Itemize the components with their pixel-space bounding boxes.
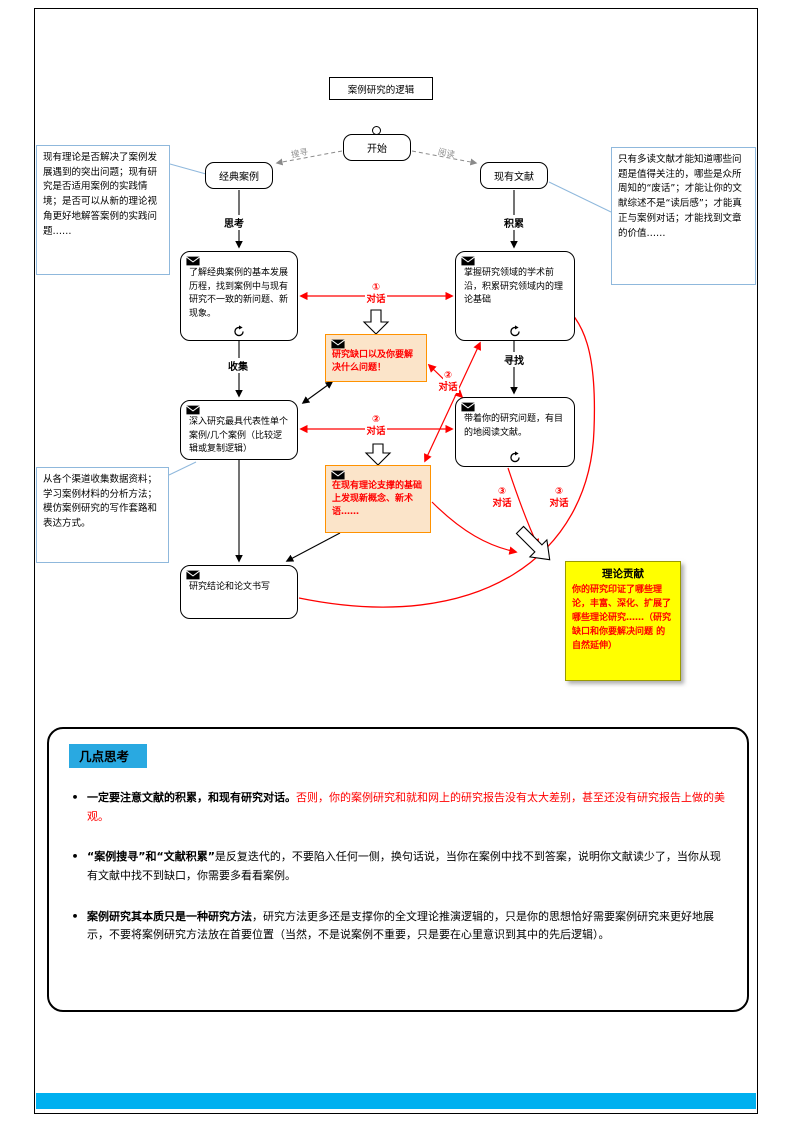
box-question-reading-text: 带着你的研究问题，有目的地阅读文献。 [464, 414, 564, 438]
box-conclusion-text: 研究结论和论文书写 [189, 582, 271, 592]
envelope-icon [186, 405, 200, 415]
box-understand-cases-text: 了解经典案例的基本发展历程，找到案例中与现有研究不一致的新问题、新现象。 [189, 268, 289, 319]
envelope-icon [331, 470, 345, 480]
page-border [34, 8, 758, 1114]
note-bullet-3: • 案例研究其本质只是一种研究方法，研究方法更多还是支撑你的全文理论推演逻辑的，… [63, 908, 733, 945]
start-label: 开始 [367, 144, 387, 155]
bullet-3-tail: ，研究方法更多还是支撑你的全文理论推演逻辑的，只是你的思想恰好需要案例研究来更好… [87, 909, 714, 942]
start-node: 开始 [343, 134, 411, 161]
classic-case-label: 经典案例 [219, 172, 259, 183]
seek-label: 寻找 [500, 352, 528, 367]
dialog-2b-label: ② 对话 [357, 414, 395, 439]
loop-arrow-icon [234, 325, 244, 337]
existing-literature-label: 现有文献 [494, 172, 534, 183]
envelope-icon [461, 256, 475, 266]
collect-label: 收集 [224, 358, 252, 373]
classic-case-node: 经典案例 [205, 162, 273, 189]
box-conclusion: 研究结论和论文书写 [180, 565, 298, 619]
box-case-study: 深入研究最具代表性单个案例/几个案例（比较逻辑或复制逻辑） [180, 400, 298, 460]
dialog-2a-label: ② 对话 [432, 370, 464, 395]
callout-right: 只有多读文献才能知道哪些问题是值得关注的，哪些是众所周知的“废话”；才能让你的文… [611, 147, 756, 285]
dialog-2b-text: 对话 [365, 426, 387, 438]
theory-contribution-box: 理论贡献 你的研究印证了哪些理论，丰富、深化、扩展了哪些理论研究……（研究缺口和… [565, 561, 681, 681]
callout-left-top: 现有理论是否解决了案例发展遇到的突出问题；现有研究是否适用案例的实践情境；是否可… [36, 145, 170, 275]
think-label: 思考 [220, 215, 248, 230]
dialog-3a-text: 对话 [491, 498, 513, 510]
envelope-icon [331, 339, 345, 349]
loop-arrow-icon [510, 451, 520, 463]
notes-header: 几点思考 [69, 744, 148, 768]
accumulate-label: 积累 [500, 215, 528, 230]
bullet-1-lead: 一定要注意文献的积累，和现有研究对话。 [87, 791, 296, 804]
dialog-3a-label: ③ 对话 [486, 486, 518, 511]
box-case-study-text: 深入研究最具代表性单个案例/几个案例（比较逻辑或复制逻辑） [189, 417, 289, 454]
bullet-marker: • [71, 850, 79, 864]
theory-contribution-body: 你的研究印证了哪些理论，丰富、深化、扩展了哪些理论研究……（研究缺口和你要解决问… [572, 585, 672, 651]
note-bullet-2: • “案例搜寻”和“文献积累”是反复迭代的，不要陷入任何一侧，换句话说，当你在案… [63, 848, 733, 885]
envelope-icon [461, 402, 475, 412]
box-question-reading: 带着你的研究问题，有目的地阅读文献。 [455, 397, 575, 467]
envelope-icon [186, 256, 200, 266]
box-new-concepts: 在现有理论支撑的基础上发现新概念、新术语…… [325, 465, 431, 533]
box-research-gap-text: 研究缺口以及你要解决什么问题！ [332, 350, 414, 374]
existing-literature-node: 现有文献 [480, 162, 548, 189]
footer-bar [36, 1093, 756, 1109]
theory-contribution-title: 理论贡献 [602, 568, 644, 580]
note-bullet-1: • 一定要注意文献的积累，和现有研究对话。否则，你的案例研究和就和网上的研究报告… [63, 789, 733, 826]
bullet-1-emphasis: 否则，你的案例研究和就和网上的研究报告没有太大差别，甚至还没有研究报告上做的美观… [87, 791, 725, 823]
loop-arrow-icon [510, 325, 520, 337]
dialog-2b-number: ② [370, 414, 382, 425]
bullet-2-lead: “案例搜寻”和“文献积累” [87, 850, 215, 864]
callout-left-bottom: 从各个渠道收集数据资料；学习案例材料的分析方法；模仿案例研究的写作套路和表达方式… [36, 467, 169, 563]
box-new-concepts-text: 在现有理论支撑的基础上发现新概念、新术语…… [332, 481, 423, 518]
dialog-1-text: 对话 [365, 294, 387, 306]
dialog-3b-number: ③ [553, 486, 565, 497]
bullet-marker: • [71, 909, 79, 923]
bullet-marker: • [71, 791, 79, 804]
notes-list: • 一定要注意文献的积累，和现有研究对话。否则，你的案例研究和就和网上的研究报告… [63, 789, 733, 967]
dialog-1-number: ① [370, 282, 382, 293]
dialog-2a-text: 对话 [437, 382, 459, 394]
notes-panel: 几点思考 • 一定要注意文献的积累，和现有研究对话。否则，你的案例研究和就和网上… [47, 727, 749, 1012]
dialog-1-label: ① 对话 [357, 282, 395, 307]
box-academic-frontier-text: 掌握研究领域的学术前沿，积累研究领域内的理论基础 [464, 268, 564, 305]
dialog-3b-label: ③ 对话 [543, 486, 575, 511]
dialog-2a-number: ② [442, 370, 454, 381]
box-research-gap: 研究缺口以及你要解决什么问题！ [325, 334, 427, 382]
bullet-3-lead: 案例研究其本质只是一种研究方法 [87, 909, 252, 923]
envelope-icon [186, 570, 200, 580]
diagram-title: 案例研究的逻辑 [347, 84, 415, 96]
diagram-title-box: 案例研究的逻辑 [329, 77, 433, 100]
bullet-2-tail: 是反复迭代的，不要陷入任何一侧，换句话说，当你在案例中找不到答案，说明你文献读少… [87, 850, 721, 883]
box-academic-frontier: 掌握研究领域的学术前沿，积累研究领域内的理论基础 [455, 251, 575, 341]
dialog-3a-number: ③ [496, 486, 508, 497]
dialog-3b-text: 对话 [548, 498, 570, 510]
box-understand-cases: 了解经典案例的基本发展历程，找到案例中与现有研究不一致的新问题、新现象。 [180, 251, 298, 341]
